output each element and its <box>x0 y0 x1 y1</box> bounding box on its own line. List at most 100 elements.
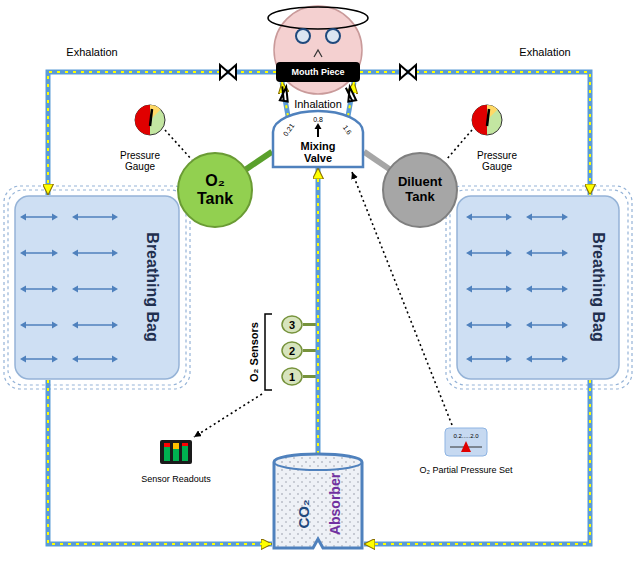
node-text: O₂ Tank <box>191 172 239 208</box>
breathing-bag-outline <box>526 250 568 257</box>
label: Pressure Gauge <box>109 150 171 172</box>
oxygen-tank: O₂ Tank <box>177 152 253 228</box>
breathing-bag-outline <box>457 196 619 379</box>
breathing-bag-outline <box>24 288 54 290</box>
node-text: CO₂ <box>296 499 313 528</box>
oxygen-sensor-outline <box>282 316 302 333</box>
sensor-stub <box>303 323 316 326</box>
breathing-bag-outline <box>530 358 564 360</box>
check-valve <box>280 86 290 101</box>
pipe-connector <box>246 152 272 170</box>
node-text: Absorber <box>328 473 344 535</box>
breathing-bag-outline <box>76 324 114 326</box>
pipe <box>246 152 272 170</box>
sensor-bracket <box>265 314 272 390</box>
breathing-bag-outline <box>470 216 508 218</box>
sensor-readout-icon <box>182 443 188 446</box>
breathing-bag-outline <box>530 324 564 326</box>
oxygen-sensor-outline <box>282 342 302 359</box>
breathing-bag-outline <box>20 356 58 363</box>
node-text: 2 <box>289 344 295 356</box>
diver-head <box>268 6 368 94</box>
co2-absorber-outline <box>274 454 362 548</box>
breathing-bag-outline <box>15 196 179 379</box>
label: Exhalation <box>66 46 117 58</box>
pressure-gauge-icon <box>135 105 165 135</box>
mixing-valve-outline <box>273 111 363 167</box>
partial-pressure-set-icon <box>461 441 471 452</box>
co2-absorber-outline <box>274 462 362 470</box>
node-text: 3 <box>289 318 295 330</box>
bag-expansion-outline <box>450 190 628 385</box>
sensor-readout-icon <box>164 446 170 461</box>
breathing-bag-outline <box>20 322 58 329</box>
pipe <box>364 152 389 169</box>
pipe-connector <box>364 380 590 544</box>
node-text: Mixing Valve <box>285 140 351 165</box>
node-text: Breathing Bag <box>589 232 607 341</box>
pipe <box>48 380 272 544</box>
sensor-stub <box>303 325 316 377</box>
bag-expansion-outline <box>8 190 186 385</box>
node-text: Mouth Piece <box>291 67 344 77</box>
partial-pressure-set-icon <box>445 428 487 456</box>
pipe <box>364 380 590 544</box>
partial-pressure-set-icon <box>445 428 487 456</box>
flow-dots <box>317 168 319 454</box>
pressure-gauge-icon <box>472 105 487 135</box>
breathing-bag-outline <box>470 288 508 290</box>
oxygen-sensor-outline <box>282 368 302 385</box>
diver-head <box>296 29 310 43</box>
breathing-bag-outline <box>72 356 118 363</box>
sensor-readout-icon <box>164 443 170 447</box>
oxygen-sensor: 3 <box>281 315 303 334</box>
breathing-bag: Breathing Bag <box>456 195 620 380</box>
breathing-bag-outline <box>20 286 58 293</box>
label: O₂ Partial Pressure Set <box>419 465 512 475</box>
breathing-bag: Breathing Bag <box>14 195 180 380</box>
sensor-readout-icon <box>173 443 179 449</box>
flow-dots <box>48 380 272 544</box>
diver-head <box>314 50 322 57</box>
breathing-bag-outline <box>72 322 118 329</box>
breathing-bag-outline <box>530 288 564 290</box>
node-text: Breathing Bag <box>143 232 161 341</box>
check-valve <box>346 86 356 101</box>
pressure-gauge-icon <box>487 109 489 126</box>
mouth-piece: Mouth Piece <box>276 62 360 82</box>
breathing-bag-outline <box>76 252 114 254</box>
breathing-bag-outline <box>72 214 118 221</box>
sensor-stub <box>303 349 316 352</box>
breathing-bag-outline <box>72 250 118 257</box>
breathing-bag-outline <box>470 358 508 360</box>
label: Pressure Gauge <box>466 150 528 172</box>
label: Inhalation <box>294 98 342 110</box>
breathing-bag-outline <box>24 252 54 254</box>
bag-expansion-outline <box>446 186 632 389</box>
oxygen-sensor: 1 <box>281 367 303 386</box>
mouth-piece-outline <box>276 62 360 82</box>
breathing-bag-outline <box>24 358 54 360</box>
check-valve <box>400 65 416 79</box>
breathing-bag-outline <box>470 324 508 326</box>
breathing-bag-outline <box>466 356 512 363</box>
pressure-gauge-icon <box>135 105 150 135</box>
diver-head <box>326 29 340 43</box>
breathing-bag-outline <box>526 356 568 363</box>
breathing-bag-outline <box>76 288 114 290</box>
breathing-bag-outline <box>530 216 564 218</box>
diluent-tank: Diluent Tank <box>382 152 458 228</box>
breathing-bag-outline <box>466 214 512 221</box>
diluent-tank-outline <box>383 153 457 227</box>
oxygen-tank-outline <box>178 153 252 227</box>
label: Sensor Readouts <box>141 474 211 484</box>
breathing-bag-outline <box>76 216 114 218</box>
label: O₂ Sensors <box>248 322 260 382</box>
breathing-bag-outline <box>526 322 568 329</box>
breathing-bag-outline <box>72 286 118 293</box>
check-valve <box>220 65 416 102</box>
pressure-gauge-icon <box>472 105 502 135</box>
pressure-gauge-icon <box>472 105 502 135</box>
label: Exhalation <box>519 46 570 58</box>
breathing-bag-outline <box>24 216 54 218</box>
